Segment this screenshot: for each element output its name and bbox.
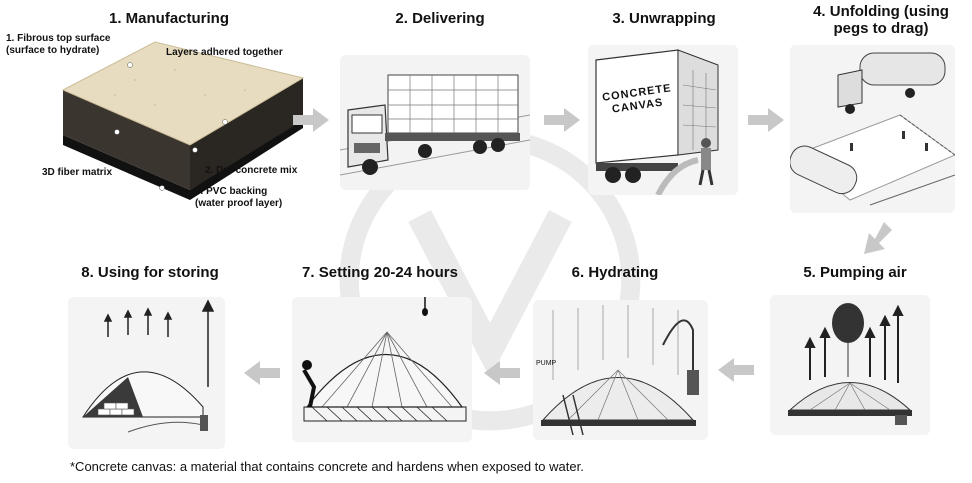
panel-storing — [68, 297, 225, 449]
arrow-6-to-7 — [484, 361, 520, 385]
unfolding-illustration — [790, 45, 955, 213]
step-2-title: 2. Delivering — [395, 10, 485, 27]
pump-label: PUMP — [536, 360, 557, 367]
step-6-title: 6. Hydrating — [571, 264, 659, 281]
setting-dome-illustration — [292, 297, 472, 442]
panel-delivering — [340, 55, 530, 190]
pumping-air-illustration — [770, 295, 930, 435]
step-8-title: 8. Using for storing — [81, 264, 219, 281]
unwrapping-truck-illustration — [588, 45, 738, 195]
delivery-truck-illustration — [340, 55, 530, 190]
step-3-title: 3. Unwrapping — [612, 10, 716, 27]
step-4-title: 4. Unfolding (using pegs to drag) — [813, 3, 949, 37]
label-3d-fiber-matrix: 3D fiber matrix — [42, 167, 113, 178]
panel-pumping-air — [770, 295, 930, 435]
hydrating-illustration — [533, 300, 708, 440]
arrow-7-to-8 — [244, 361, 280, 385]
arrow-4-to-5 — [864, 222, 892, 254]
manufacturing-material-block — [61, 41, 305, 200]
arrow-2-to-3 — [544, 108, 580, 132]
panel-unwrapping: CONCRETE CANVAS — [588, 45, 738, 195]
label-fibrous-top-surface: 1. Fibrous top surface (surface to hydra… — [6, 33, 111, 56]
arrow-3-to-4 — [748, 108, 784, 132]
step-7-title: 7. Setting 20-24 hours — [302, 264, 458, 281]
arrow-1-to-2 — [293, 108, 329, 132]
storing-illustration — [68, 297, 225, 449]
step-1-title: 1. Manufacturing — [108, 10, 230, 27]
panel-unfolding — [790, 45, 955, 213]
label-layers-adhered: Layers adhered together — [166, 47, 283, 58]
footnote: *Concrete canvas: a material that contai… — [70, 459, 584, 474]
panel-hydrating: PUMP — [533, 300, 708, 440]
arrow-5-to-6 — [718, 358, 754, 382]
label-pvc-backing: 3. PVC backing (water proof layer) — [195, 186, 283, 209]
label-dry-concrete-mix: 2. Dry concrete mix — [205, 165, 298, 176]
panel-setting — [292, 297, 472, 442]
step-5-title: 5. Pumping air — [803, 264, 907, 281]
